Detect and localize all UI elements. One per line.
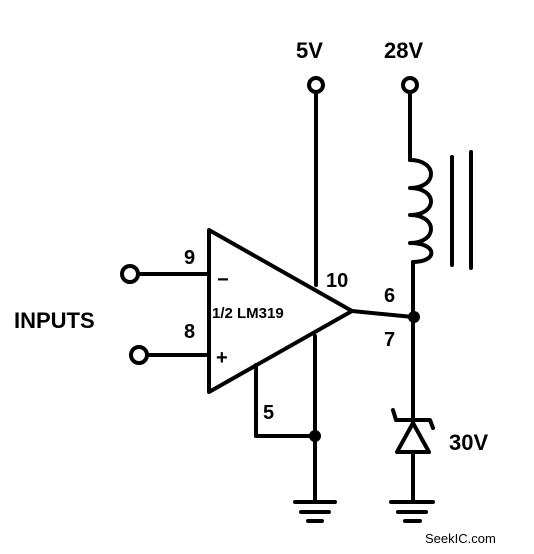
- terminal-28v: [401, 76, 419, 94]
- label-5v: 5V: [296, 38, 323, 63]
- label-minus: −: [217, 269, 229, 291]
- watermark: SeekIC.com: [425, 531, 496, 546]
- label-pin-7: 7: [384, 329, 395, 351]
- terminal-5v: [307, 76, 325, 94]
- label-pin-6: 6: [384, 285, 395, 307]
- zener-diode-body: [395, 421, 431, 454]
- comparator-triangle: [207, 228, 354, 394]
- label-inputs: INPUTS: [14, 308, 95, 333]
- ground-symbol-right: [389, 500, 435, 523]
- junction-ground: [309, 430, 321, 442]
- label-pin-9: 9: [184, 247, 195, 269]
- label-pin-8: 8: [184, 321, 195, 343]
- label-pin-5: 5: [263, 402, 274, 424]
- label-pin-10: 10: [326, 270, 348, 292]
- label-plus: +: [216, 347, 228, 369]
- input-terminal-9: [120, 264, 140, 284]
- relay-coil: [408, 158, 434, 264]
- ground-symbol-left: [293, 500, 337, 523]
- label-30v: 30V: [449, 430, 488, 455]
- label-28v: 28V: [384, 38, 423, 63]
- input-terminal-8: [129, 345, 149, 365]
- zener-bar: [391, 408, 435, 430]
- label-chip: 1/2 LM319: [212, 305, 284, 322]
- wire-output: [350, 309, 415, 319]
